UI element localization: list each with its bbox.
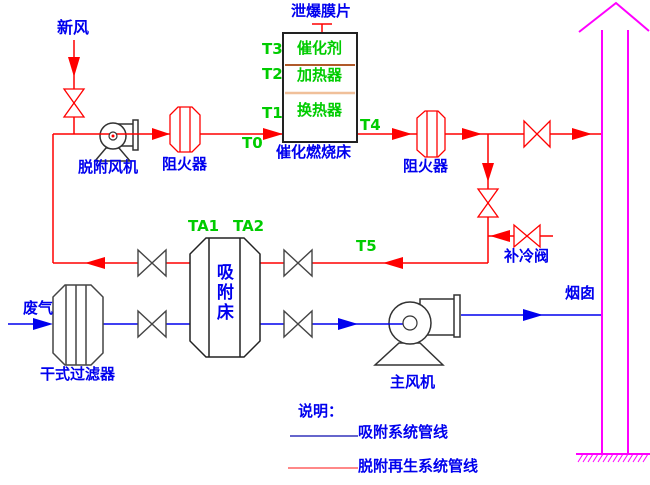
- adsorption-bed-icon: [189, 237, 261, 358]
- desorption-flow-arrows: [68, 57, 592, 269]
- fresh-air-label: 新风: [57, 18, 90, 37]
- tag-t1: T1: [262, 104, 283, 122]
- main-fan-label: 主风机: [390, 373, 436, 391]
- catalytic-bed-label: 催化燃烧床: [276, 143, 352, 161]
- flow-arrow-to-stack: [572, 128, 592, 140]
- desorption-fan-label: 脱附风机: [78, 158, 139, 176]
- cold-air-valve-icon: [513, 223, 541, 249]
- catalyst-layer-label: 催化剂: [297, 39, 343, 57]
- flow-arrow-cold-air-left: [490, 230, 510, 242]
- flow-arrow-after-arrester: [462, 128, 482, 140]
- flow-arrow-t4: [392, 128, 412, 140]
- flow-arrow-waste-gas: [33, 318, 53, 330]
- adsorption-bed-label: 吸附床: [212, 263, 233, 323]
- tag-ta2: TA2: [233, 217, 265, 235]
- dry-filter-icon: [52, 284, 104, 366]
- flow-arrow-t5-left: [383, 257, 403, 269]
- legend-adsorption-label: 吸附系统管线: [358, 423, 449, 441]
- flame-arrester-left-icon: [169, 106, 201, 153]
- flame-arrester-right-icon: [416, 110, 446, 158]
- flow-arrow-return-left: [85, 257, 105, 269]
- stack-branch-valve-icon: [476, 188, 500, 218]
- rupture-disc-label: 泄爆膜片: [291, 2, 352, 20]
- flame-arrester-right-label: 阻火器: [403, 157, 449, 175]
- stack-line-valve-icon: [523, 119, 551, 149]
- tag-ta1: TA1: [188, 217, 220, 235]
- heater-layer-label: 加热器: [297, 66, 343, 84]
- stack-label: 烟囱: [565, 284, 596, 302]
- main-fan-icon: [373, 294, 461, 366]
- fresh-air-valve-icon: [62, 88, 86, 118]
- heat-exchanger-layer-label: 换热器: [297, 101, 343, 119]
- flow-arrow-fan-out: [152, 128, 170, 140]
- bed-outlet-valve-adsorption-icon: [283, 309, 313, 339]
- legend-title: 说明：: [298, 402, 344, 420]
- stack-icon: [576, 1, 650, 463]
- tag-t5: T5: [356, 237, 377, 255]
- bed-outlet-valve-desorption-icon: [283, 248, 313, 278]
- waste-gas-label: 废气: [23, 299, 54, 317]
- dry-filter-label: 干式过滤器: [40, 365, 116, 383]
- flow-arrow-fresh-air-down: [68, 57, 80, 77]
- desorption-fan-hub: [108, 131, 118, 141]
- flow-arrow-tee-down: [482, 163, 494, 182]
- cold-air-valve-label: 补冷阀: [504, 247, 550, 265]
- catalytic-bed-box: [282, 32, 358, 143]
- tag-t2: T2: [262, 65, 283, 83]
- flow-arrow-into-bed: [263, 128, 283, 140]
- tag-t3: T3: [262, 40, 283, 58]
- flow-arrow-fan-to-stack: [523, 309, 543, 321]
- tag-t4: T4: [360, 116, 381, 134]
- legend-desorption-label: 脱附再生系统管线: [358, 457, 479, 475]
- main-fan-hub: [402, 315, 418, 331]
- flame-arrester-left-label: 阻火器: [162, 155, 208, 173]
- bed-inlet-valve-adsorption-icon: [137, 309, 167, 339]
- flow-arrow-to-main-fan: [338, 318, 358, 330]
- desorption-fan-icon: [93, 119, 139, 162]
- tag-t0: T0: [242, 134, 263, 152]
- bed-inlet-valve-desorption-icon: [137, 248, 167, 278]
- adsorption-flow-arrows: [33, 309, 543, 330]
